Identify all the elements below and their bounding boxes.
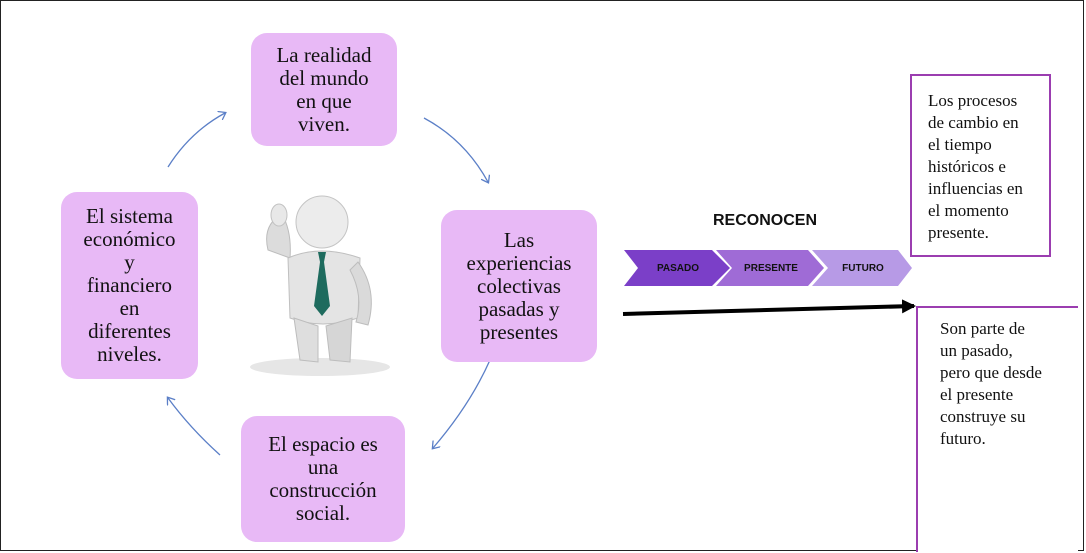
card-top-line: en que: [296, 88, 352, 113]
card-bottom-line: social.: [295, 501, 351, 525]
card-left: El sistema económico y financiero en dif…: [61, 192, 198, 379]
card-top-line: La realidad: [276, 42, 372, 67]
note-bottom: Son parte de un pasado, pero que desde e…: [916, 306, 1078, 552]
card-bottom-line: El espacio es: [268, 432, 378, 456]
chevron-label-presente: PRESENTE: [744, 262, 798, 274]
cycle-arrow-bottom-right: [433, 359, 491, 448]
card-left-line: en: [119, 296, 140, 320]
note-bottom-line: pero que desde: [940, 363, 1042, 382]
connector-arrow: [622, 299, 916, 316]
note-top-line: Los procesos: [928, 91, 1018, 110]
card-left-line: financiero: [86, 273, 173, 297]
note-bottom-line: el presente: [940, 385, 1014, 404]
card-left-line: diferentes: [88, 319, 171, 343]
cycle-arrow-top-right: [423, 117, 488, 182]
card-left-line: El sistema: [86, 204, 173, 228]
card-bottom: El espacio es una construcción social.: [241, 416, 405, 542]
process-heading: RECONOCEN: [712, 212, 817, 229]
card-top-line: viven.: [298, 111, 350, 136]
cycle-arrow-top-left: [167, 113, 225, 168]
note-top-line: presente.: [928, 223, 989, 242]
cycle-arrow-bottom-left: [168, 398, 221, 456]
chevron-presente: [716, 250, 824, 286]
card-bottom-line: construcción: [269, 478, 377, 502]
note-bottom-line: construye su: [940, 407, 1026, 426]
chevron-label-futuro: FUTURO: [842, 262, 884, 274]
note-top-line: el tiempo: [928, 135, 992, 154]
note-top: Los procesos de cambio en el tiempo hist…: [910, 74, 1051, 257]
card-right-line: colectivas: [477, 273, 561, 298]
note-bottom-line: Son parte de: [940, 319, 1025, 338]
card-right-line: presentes: [479, 319, 559, 344]
card-top: La realidad del mundo en que viven.: [251, 33, 397, 146]
chevron-futuro: [812, 250, 912, 286]
note-bottom-line: futuro.: [940, 429, 986, 448]
thumbs-up-person-figure: [250, 195, 390, 376]
note-top-line: influencias en: [928, 179, 1023, 198]
chevron-pasado: [624, 250, 730, 286]
card-left-line: y: [124, 250, 135, 274]
card-right-line: Las: [503, 227, 535, 252]
note-top-line: el momento: [928, 201, 1009, 220]
card-right-line: experiencias: [466, 250, 572, 275]
card-bottom-line: una: [307, 455, 339, 479]
card-right-line: pasadas y: [478, 296, 560, 321]
chevron-label-pasado: PASADO: [656, 262, 700, 274]
card-top-line: del mundo: [279, 65, 369, 90]
note-top-line: históricos e: [928, 157, 1006, 176]
note-top-line: de cambio en: [928, 113, 1019, 132]
card-left-line: niveles.: [97, 342, 162, 366]
card-right: Las experiencias colectivas pasadas y pr…: [441, 210, 597, 362]
card-left-line: económico: [83, 227, 176, 251]
note-bottom-line: un pasado,: [940, 341, 1013, 360]
